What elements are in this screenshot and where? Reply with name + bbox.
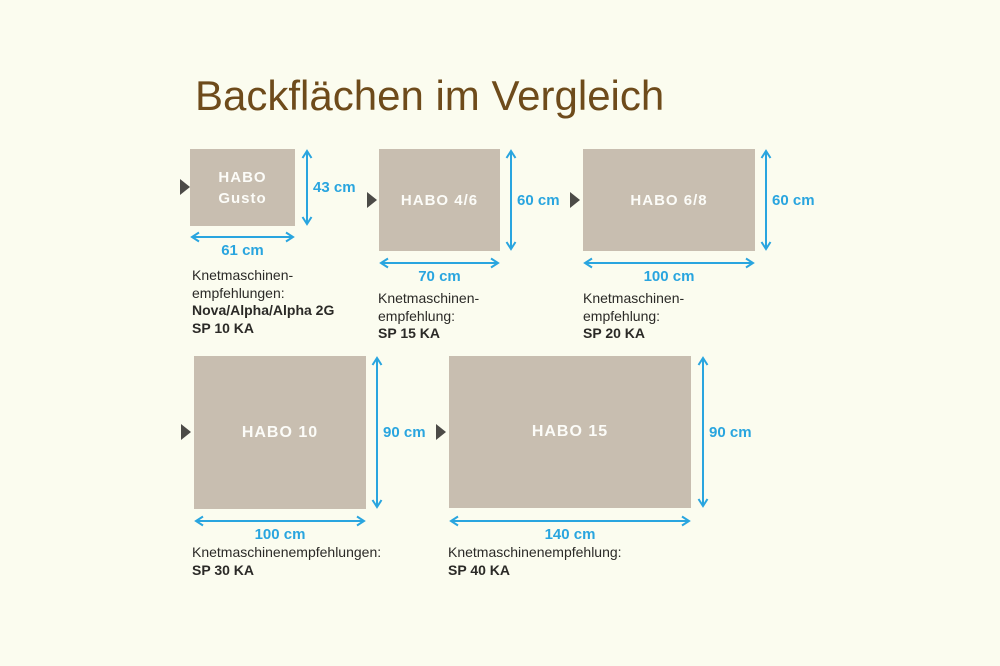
habo-15-surface: HABO 15: [449, 356, 691, 508]
width-dimension-label: 100 cm: [254, 526, 306, 543]
width-dimension-label: 61 cm: [221, 242, 264, 259]
note-line: Knetmaschinen-: [583, 290, 685, 306]
habo-gusto-label: HABO Gusto: [218, 168, 267, 207]
habo-gusto-surface: HABO Gusto: [190, 149, 295, 226]
recommendation-note: Knetmaschinen- empfehlung: SP 20 KA: [583, 290, 684, 343]
width-dimension-label: 70 cm: [418, 268, 461, 285]
recommendation-note: Knetmaschinenempfehlung: SP 40 KA: [448, 544, 622, 579]
height-dimension-arrow: [371, 356, 383, 509]
note-line: Knetmaschinenempfehlungen:: [192, 544, 382, 560]
note-bold-line: SP 40 KA: [448, 561, 510, 578]
height-dimension-label: 60 cm: [517, 191, 560, 209]
note-bold-line: SP 20 KA: [583, 325, 645, 341]
note-bold-line: SP 10 KA: [192, 319, 254, 336]
note-line: Knetmaschinen-: [378, 290, 480, 306]
pointer-triangle-icon: [181, 424, 191, 440]
width-dimension-arrow: [449, 515, 691, 527]
page-title: Backflächen im Vergleich: [195, 72, 665, 119]
width-dimension-label: 100 cm: [643, 268, 695, 285]
width-dimension-arrow: [583, 257, 755, 269]
note-bold-line: SP 30 KA: [192, 561, 254, 578]
width-dimension-arrow: [379, 257, 500, 269]
note-line: Knetmaschinenempfehlung:: [448, 544, 622, 560]
recommendation-note: Knetmaschinenempfehlungen: SP 30 KA: [192, 544, 381, 579]
habo-6-8-label: HABO 6/8: [630, 191, 708, 209]
note-line: empfehlungen:: [192, 284, 285, 301]
height-dimension-arrow: [505, 149, 517, 251]
height-dimension-arrow: [697, 356, 709, 508]
width-dimension-label: 140 cm: [544, 526, 596, 543]
height-dimension-label: 60 cm: [772, 191, 815, 209]
recommendation-note: Knetmaschinen- empfehlungen: Nova/Alpha/…: [192, 267, 334, 337]
height-dimension-label: 90 cm: [709, 423, 752, 441]
pointer-triangle-icon: [436, 424, 446, 440]
pointer-triangle-icon: [570, 192, 580, 208]
height-dimension-label: 43 cm: [313, 179, 356, 196]
habo-6-8-surface: HABO 6/8: [583, 149, 755, 251]
height-dimension-arrow: [301, 149, 313, 226]
pointer-triangle-icon: [180, 179, 190, 195]
habo-10-label: HABO 10: [241, 423, 319, 441]
pointer-triangle-icon: [367, 192, 377, 208]
height-dimension-label: 90 cm: [383, 424, 426, 441]
habo-4-6-surface: HABO 4/6: [379, 149, 500, 251]
note-line: empfehlung:: [583, 307, 661, 324]
height-dimension-arrow: [760, 149, 772, 251]
habo-4-6-label: HABO 4/6: [400, 191, 479, 209]
habo-15-label: HABO 15: [531, 423, 609, 440]
note-line: Knetmaschinen-: [192, 267, 294, 283]
note-bold-line: Nova/Alpha/Alpha 2G: [192, 302, 335, 318]
recommendation-note: Knetmaschinen- empfehlung: SP 15 KA: [378, 290, 479, 343]
width-dimension-arrow: [194, 515, 366, 527]
note-line: empfehlung:: [378, 307, 456, 324]
width-dimension-arrow: [190, 231, 295, 243]
note-bold-line: SP 15 KA: [378, 325, 440, 341]
habo-10-surface: HABO 10: [194, 356, 366, 509]
